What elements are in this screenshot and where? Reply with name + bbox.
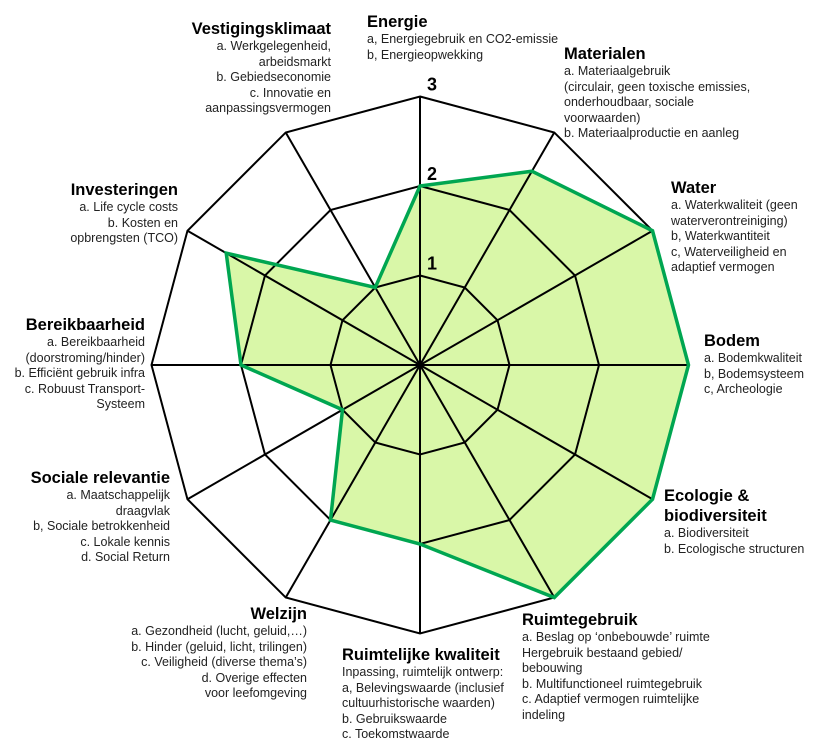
axis-item: a. Werkgelegenheid,	[216, 39, 331, 53]
grid-spoke	[284, 364, 421, 599]
axis-item: draagvlak	[115, 503, 170, 518]
axis-item: a, Belevingswaarde (inclusief	[342, 680, 504, 695]
axis-item: voorwaarden)	[564, 110, 641, 125]
axis-item: c. Robuust Transport-	[24, 381, 145, 396]
axis-item: b, Bodemsysteem	[704, 366, 805, 381]
axis-item: a. Life cycle costs	[79, 200, 178, 214]
axis-label-bodem: Bodem a. Bodemkwaliteit b, Bodemsysteem …	[704, 331, 804, 398]
axis-label-bereikbaarheid: Bereikbaarheid a. Bereikbaarheid (doorst…	[15, 315, 145, 413]
axis-item: b. Kosten en	[107, 215, 178, 230]
axis-item: a. Bodemkwaliteit	[704, 351, 802, 365]
data-point-water	[651, 229, 655, 233]
axis-item: c. Toekomstwaarde	[342, 727, 450, 741]
axis-item: b. Gebiedseconomie	[216, 70, 331, 84]
axis-item: b. Gebruikswaarde	[342, 711, 447, 726]
axis-item: a. Maatschappelijk	[66, 488, 170, 502]
axis-title: Ruimtegebruik	[522, 611, 638, 629]
axis-item: voor leefomgeving	[204, 686, 307, 700]
axis-label-investeringen: Investeringen a. Life cycle costs b. Kos…	[70, 180, 178, 247]
axis-item: (circulair, geen toxische emissies,	[564, 79, 751, 94]
axis-item: a. Waterkwaliteit (geen	[671, 198, 798, 212]
axis-item: bebouwing	[522, 661, 583, 675]
axis-title: Water	[671, 179, 717, 197]
axis-item: d. Overige effecten	[201, 670, 307, 685]
axis-label-sociale-relevantie: Sociale relevantie a. Maatschappelijk dr…	[31, 468, 170, 566]
axis-item: opbrengsten (TCO)	[70, 231, 178, 245]
axis-item: b. Efficiënt gebruik infra	[14, 366, 145, 380]
data-point-bodem	[687, 363, 690, 367]
grid-spoke	[284, 131, 421, 366]
grid-spoke	[419, 364, 556, 599]
data-point-ecologie-biodiversiteit	[651, 497, 655, 501]
axis-item: b. Materiaalproductie en aanleg	[564, 126, 740, 140]
axis-title: Investeringen	[70, 181, 178, 199]
axis-title: biodiversiteit	[664, 507, 767, 525]
data-point-energie	[418, 184, 422, 188]
data-point-bereikbaarheid	[239, 363, 243, 367]
axis-item: Inpassing, ruimtelijk ontwerp:	[342, 665, 504, 679]
axis-item: b, Energieopwekking	[367, 47, 484, 62]
axis-title: Sociale relevantie	[30, 469, 170, 487]
grid-spoke	[419, 229, 654, 366]
axis-label-water: Water a. Waterkwaliteit (geen waterveron…	[671, 178, 798, 276]
axis-item: b. Ecologische structuren	[664, 541, 805, 556]
axis-label-welzijn: Welzijn a. Gezondheid (lucht, geluid,…) …	[131, 604, 307, 702]
radar-grid	[150, 95, 690, 635]
data-point-sociale-relevantie	[340, 408, 344, 412]
axis-title: Materialen	[564, 45, 646, 63]
axis-title: Bodem	[704, 332, 760, 350]
axis-title: Ruimtelijke kwaliteit	[342, 646, 500, 664]
axis-item: c, Waterveiligheid en	[671, 244, 787, 259]
data-point-welzijn	[329, 518, 332, 522]
tick-label-2: 2	[427, 164, 437, 184]
axis-title: Ecologie &	[664, 487, 750, 505]
grid-spoke	[419, 364, 654, 501]
axis-item: c, Archeologie	[704, 382, 783, 396]
axis-item: arbeidsmarkt	[258, 54, 331, 69]
axis-item: b. Hinder (geluid, licht, trilingen)	[131, 639, 307, 654]
axis-label-materialen: Materialen a. Materiaalgebruik (circulai…	[564, 44, 750, 142]
axis-item: (doorstroming/hinder)	[25, 350, 146, 365]
axis-title: Energie	[367, 13, 428, 31]
axis-item: a. Materiaalgebruik	[564, 64, 671, 78]
axis-item: adaptief vermogen	[671, 260, 775, 274]
radar-tick-labels: 1 2 3	[427, 75, 437, 274]
axis-item: a. Bereikbaarheid	[47, 335, 145, 349]
axis-title: Vestigingsklimaat	[191, 20, 331, 38]
axis-item: b. Multifunctioneel ruimtegebruik	[522, 676, 702, 691]
axis-title: Bereikbaarheid	[25, 316, 145, 334]
axis-label-ecologie: Ecologie & biodiversiteit a. Biodiversit…	[664, 486, 804, 557]
grid-spoke	[186, 364, 421, 501]
axis-item: Hergebruik bestaand gebied/	[522, 645, 683, 660]
axis-item: cultuurhistorische waarden)	[342, 696, 495, 710]
axis-item: a. Beslag op ‘onbebouwde’ ruimte	[522, 630, 710, 644]
axis-item: indeling	[522, 707, 566, 722]
axis-item: b, Sociale betrokkenheid	[33, 519, 170, 533]
axis-item: aanpassingsvermogen	[205, 101, 331, 115]
axis-item: a, Energiegebruik en CO2-emissie	[367, 32, 559, 46]
data-point-materialen	[530, 169, 534, 173]
axis-item: Systeem	[96, 397, 145, 411]
data-point-investeringen	[224, 251, 228, 255]
axis-label-ruimtelijke-kwaliteit: Ruimtelijke kwaliteit Inpassing, ruimtel…	[342, 645, 504, 743]
axis-item: a. Biodiversiteit	[664, 526, 749, 540]
axis-item: d. Social Return	[81, 550, 170, 564]
axis-label-energie: Energie a, Energiegebruik en CO2-emissie…	[367, 12, 558, 63]
tick-label-3: 3	[427, 75, 437, 95]
axis-label-ruimtegebruik: Ruimtegebruik a. Beslag op ‘onbebouwde’ …	[522, 610, 710, 723]
data-point-ruimtegebruik	[552, 596, 556, 600]
data-point-ruimtelijke-kwaliteit	[418, 542, 422, 546]
axis-item: c. Lokale kennis	[80, 534, 170, 549]
axis-item: c. Adaptief vermogen ruimtelijke	[522, 692, 700, 706]
axis-item: b, Waterkwantiteit	[671, 229, 770, 243]
axis-item: waterverontreiniging)	[671, 213, 788, 228]
axis-item: onderhoudbaar, sociale	[564, 95, 694, 109]
data-point-vestigingsklimaat	[373, 285, 377, 289]
axis-item: c. Innovatie en	[249, 85, 331, 100]
axis-title: Welzijn	[250, 605, 307, 623]
axis-item: c. Veiligheid (diverse thema’s)	[141, 655, 307, 669]
axis-item: a. Gezondheid (lucht, geluid,…)	[131, 624, 307, 638]
tick-label-1: 1	[427, 254, 437, 274]
axis-label-vestigingsklimaat: Vestigingsklimaat a. Werkgelegenheid, ar…	[192, 19, 331, 117]
